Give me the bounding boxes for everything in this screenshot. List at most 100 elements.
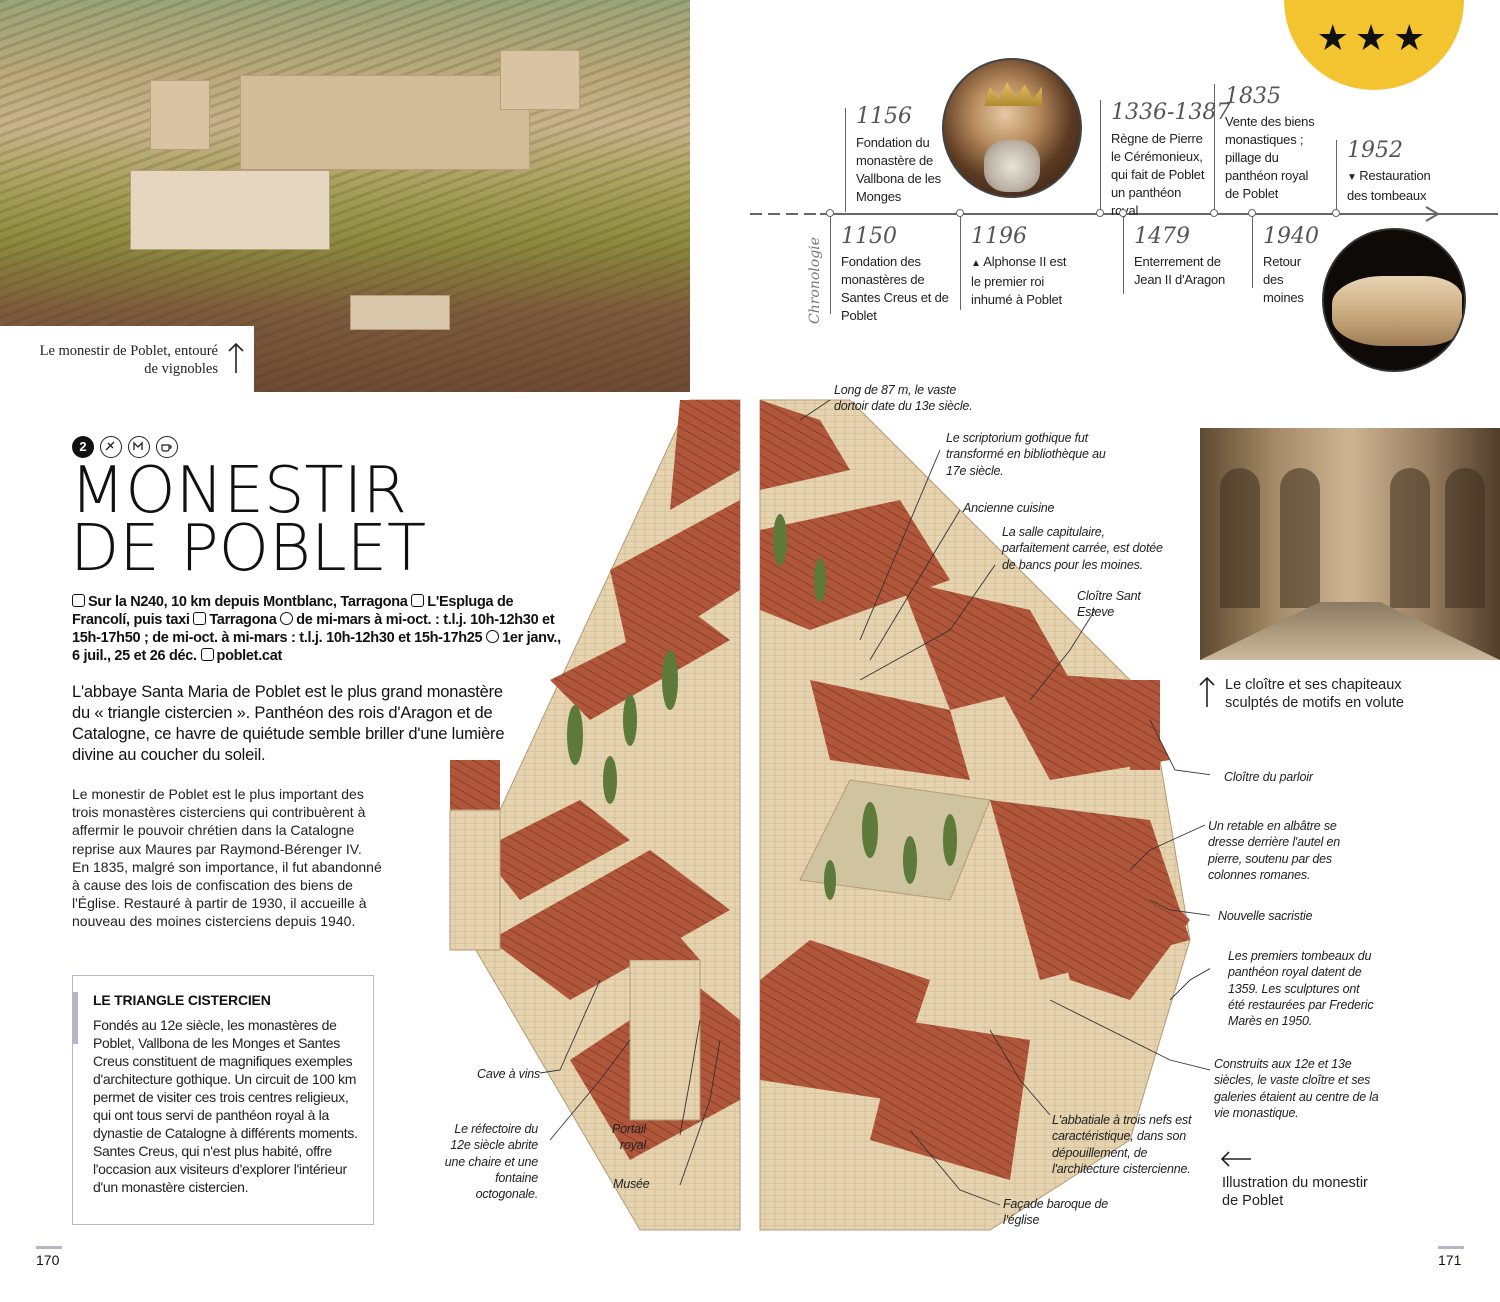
shop-icon xyxy=(100,436,122,458)
website-icon xyxy=(200,648,214,661)
cloister-floor xyxy=(1200,602,1500,660)
arrow-up-icon xyxy=(228,342,244,373)
closed-icon xyxy=(486,630,500,643)
illustration-caption: Illustration du monestir de Poblet xyxy=(1222,1175,1368,1209)
portrait-beard xyxy=(984,140,1040,192)
timeline-tick xyxy=(845,108,846,212)
info-closed: 1er janv., 6 juil., 25 et 26 déc. xyxy=(72,630,561,664)
practical-info: Sur la N240, 10 km depuis Montblanc, Tar… xyxy=(72,593,572,665)
timeline-text-1952-label: Restauration des tombeaux xyxy=(1347,168,1431,203)
triangle-up-icon: ▲ xyxy=(971,258,984,269)
callout-cuisine: Ancienne cuisine xyxy=(963,501,1055,515)
timeline-text-1835: Vente des biens monastiques ; pillage du… xyxy=(1225,114,1315,201)
monastery-tower xyxy=(500,50,580,110)
page-number-right: 171 xyxy=(1438,1252,1462,1268)
info-hours: de mi-mars à mi-oct. : t.l.j. 10h-12h30 … xyxy=(72,612,555,646)
callout-facade: Façade baroque de l'église xyxy=(1003,1197,1109,1228)
page-number-left: 170 xyxy=(36,1252,60,1268)
folio-rule xyxy=(1438,1246,1464,1249)
tomb-effigy-medallion xyxy=(1322,228,1466,372)
timeline-axis xyxy=(750,206,1498,222)
aerial-caption-box: Le monestir de Poblet, entouré de vignob… xyxy=(0,326,254,392)
aerial-photo-poblet xyxy=(0,0,690,392)
aerial-caption: Le monestir de Poblet, entouré de vignob… xyxy=(39,343,218,377)
timeline-text-1156: Fondation du monastère de Vallbona de le… xyxy=(856,135,941,204)
timeline-tick xyxy=(1252,214,1253,288)
timeline-year-1196: 1196 xyxy=(971,224,1027,249)
cloister-arch xyxy=(1280,468,1320,608)
timeline-year-1150: 1150 xyxy=(841,224,897,249)
intro-paragraph: L'abbaye Santa Maria de Poblet est le pl… xyxy=(72,683,505,764)
monastery-complex xyxy=(240,75,530,170)
entry-number: 2 xyxy=(72,436,94,458)
page-title: MONESTIR DE POBLET xyxy=(70,459,427,586)
cloister-arch xyxy=(1390,468,1430,608)
timeline-tick xyxy=(830,214,831,314)
timeline-year-1952: 1952 xyxy=(1347,138,1403,163)
timeline-tick xyxy=(1214,84,1215,212)
title-line-2: DE POBLET xyxy=(70,512,427,586)
cloister-photo xyxy=(1200,428,1500,660)
cafe-icon xyxy=(156,436,178,458)
timeline-year-1479: 1479 xyxy=(1134,224,1190,249)
guided-tour-icon xyxy=(128,436,150,458)
folio-rule xyxy=(36,1246,62,1249)
callout-parloir: Cloître du parloir xyxy=(1224,770,1313,784)
timeline-year-1336: 1336-1387 xyxy=(1111,100,1231,125)
body-paragraph: Le monestir de Poblet est le plus import… xyxy=(72,786,382,930)
monastery-illustration xyxy=(449,399,1210,1231)
timeline-dot xyxy=(1119,209,1127,217)
callout-tombeaux: Les premiers tombeaux du panthéon royal … xyxy=(1228,949,1374,1029)
tomb-effigy xyxy=(1332,276,1462,346)
timeline-dot xyxy=(1210,209,1218,217)
farm-building xyxy=(350,295,450,330)
portrait-king-medallion xyxy=(942,58,1082,198)
callout-scriptorium: Le scriptorium gothique fut transformé e… xyxy=(946,431,1106,478)
info-train: L'Espluga de Francolí, puis taxi xyxy=(72,594,514,628)
train-icon xyxy=(411,594,425,607)
callout-musee: Musée xyxy=(613,1177,650,1191)
callout-cloitre: Construits aux 12e et 13e siècles, le va… xyxy=(1214,1057,1379,1120)
callout-abbatiale: L'abbatiale à trois nefs est caractérist… xyxy=(1052,1113,1192,1176)
callout-refectoire: Le réfectoire du 12e siècle abrite une c… xyxy=(444,1122,538,1202)
callout-portail: Portail royal xyxy=(611,1122,646,1153)
clock-icon xyxy=(280,612,294,625)
timeline-text-1336: Règne de Pierre le Cérémonieux, qui fait… xyxy=(1111,131,1205,218)
callout-sacristie: Nouvelle sacristie xyxy=(1218,909,1313,923)
timeline-year-1156: 1156 xyxy=(856,104,912,129)
timeline-dot xyxy=(1332,209,1340,217)
timeline-year-1835: 1835 xyxy=(1225,84,1281,109)
info-bus: Tarragona xyxy=(209,612,277,628)
timeline-year-1940: 1940 xyxy=(1263,224,1319,249)
timeline-text-1150: Fondation des monastères de Santes Creus… xyxy=(841,254,949,323)
address-icon xyxy=(72,594,85,607)
timeline-tick xyxy=(1100,100,1101,212)
rating-stars: ★★★ xyxy=(1316,18,1432,59)
callout-retable: Un retable en albâtre se dresse derrière… xyxy=(1208,819,1340,882)
timeline-text-1479: Enterrement de Jean II d'Aragon xyxy=(1134,254,1226,287)
timeline-label: Chronologie xyxy=(807,237,823,324)
callout-cave: Cave à vins xyxy=(477,1067,541,1081)
timeline-text-1940: Retour des moines xyxy=(1263,254,1304,305)
timeline-dot xyxy=(826,209,834,217)
timeline-tick xyxy=(1123,214,1124,294)
timeline-tick xyxy=(1336,140,1337,212)
monastery-tower xyxy=(150,80,210,150)
sidebar-heading: LE TRIANGLE CISTERCIEN xyxy=(93,992,271,1008)
timeline-text-1952: ▼ Restauration des tombeaux xyxy=(1347,167,1437,205)
arrow-up-icon xyxy=(1199,676,1215,707)
cloister-arch xyxy=(1220,468,1260,608)
crown-icon xyxy=(984,82,1042,106)
callout-capitulaire: La salle capitulaire, parfaitement carré… xyxy=(1002,525,1163,572)
village-buildings xyxy=(130,170,330,250)
cloister-arch xyxy=(1445,468,1485,608)
timeline-text-1196: ▲ Alphonse II est le premier roi inhumé … xyxy=(971,253,1071,309)
info-website[interactable]: poblet.cat xyxy=(216,648,283,664)
title-line-1: MONESTIR xyxy=(70,454,407,528)
callout-sant-esteve: Cloître Sant Esteve xyxy=(1077,589,1141,620)
rating-badge: ★★★ xyxy=(1284,0,1464,90)
arrow-left-icon xyxy=(1220,1151,1251,1167)
timeline-dot xyxy=(1248,209,1256,217)
timeline-text-1196-label: Alphonse II est le premier roi inhumé à … xyxy=(971,254,1067,307)
timeline-dot xyxy=(1096,209,1104,217)
